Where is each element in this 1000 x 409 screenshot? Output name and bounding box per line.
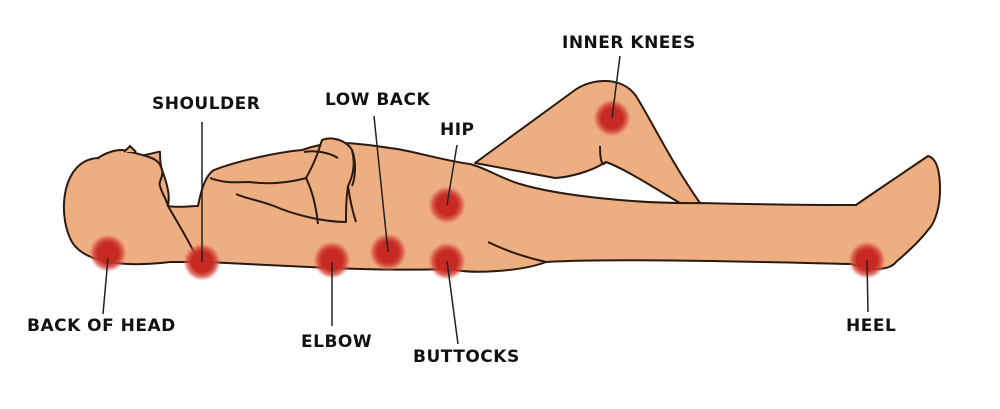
- label-shoulder: SHOULDER: [152, 94, 260, 114]
- label-back-of-head: BACK OF HEAD: [27, 316, 176, 336]
- label-hip: HIP: [440, 120, 475, 140]
- label-buttocks: BUTTOCKS: [413, 347, 520, 367]
- leader-heel: [867, 260, 868, 312]
- label-low-back: LOW BACK: [325, 90, 430, 110]
- label-inner-knees: INNER KNEES: [562, 33, 696, 53]
- label-elbow: ELBOW: [301, 332, 372, 352]
- label-heel: HEEL: [846, 316, 896, 336]
